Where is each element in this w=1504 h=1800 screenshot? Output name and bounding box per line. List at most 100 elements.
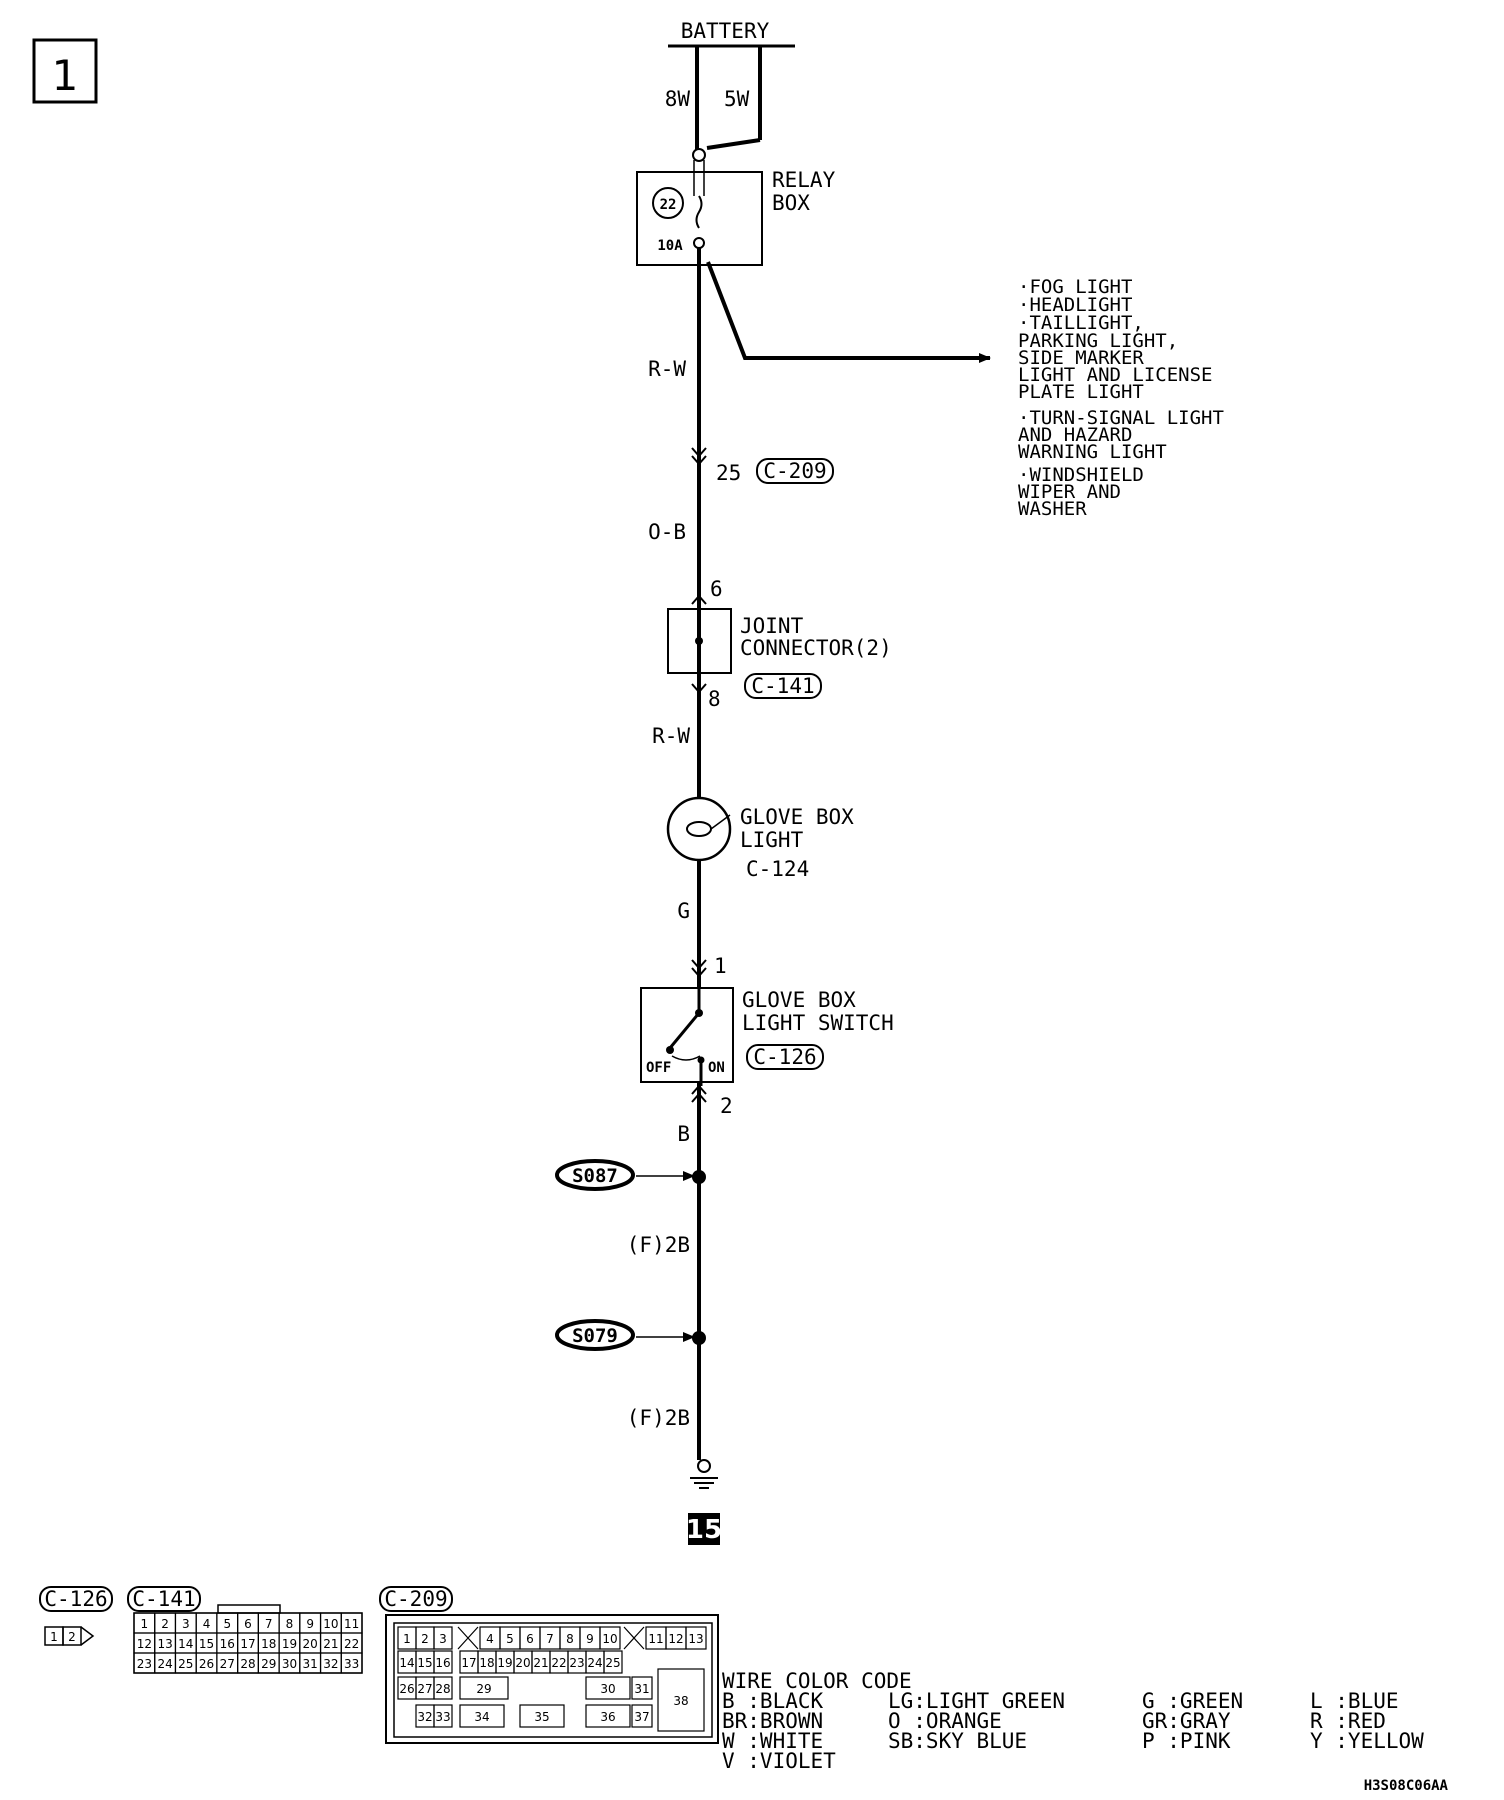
- svg-text:WARNING LIGHT: WARNING LIGHT: [1018, 441, 1167, 463]
- wire-label-b: B: [677, 1122, 690, 1146]
- glove-box-light: GLOVE BOX LIGHT C-124: [666, 796, 854, 881]
- wire-label-rw: R-W: [648, 357, 686, 381]
- pin-number: 5: [506, 1632, 514, 1646]
- svg-text:WASHER: WASHER: [1018, 498, 1087, 520]
- pin-number: 3: [182, 1617, 190, 1631]
- pin-number: 5: [223, 1617, 231, 1631]
- pin-number: 33: [435, 1710, 450, 1724]
- wire-label-f2b-1: (F)2B: [627, 1233, 690, 1257]
- pin-cell: [657, 1668, 705, 1732]
- pin-number: 12: [137, 1637, 152, 1651]
- svg-text:C-209: C-209: [384, 1587, 447, 1611]
- pin-number: 8: [286, 1617, 294, 1631]
- pin-cell: [585, 1704, 631, 1728]
- svg-text:6: 6: [710, 577, 723, 601]
- svg-text:JOINT: JOINT: [740, 614, 804, 638]
- pin-number: 34: [474, 1710, 489, 1724]
- svg-text:G :GREEN: G :GREEN: [1142, 1689, 1243, 1713]
- svg-text:BR:BROWN: BR:BROWN: [722, 1709, 823, 1733]
- pin-number: 16: [435, 1656, 450, 1670]
- svg-text:·HEADLIGHT: ·HEADLIGHT: [1018, 294, 1132, 316]
- pin-number: 32: [323, 1657, 338, 1671]
- svg-text:C-141: C-141: [751, 674, 814, 698]
- joint-connector: 6 JOINT CONNECTOR(2) 8 C-141: [667, 577, 892, 711]
- pin-number: 35: [534, 1710, 549, 1724]
- pin-number: 25: [178, 1657, 193, 1671]
- pin-number: 10: [323, 1617, 338, 1631]
- connector-view-c126: 1 2: [44, 1626, 95, 1646]
- pin-cell: [459, 1676, 509, 1700]
- battery: BATTERY 8W 5W: [665, 19, 795, 150]
- svg-text:RELAY: RELAY: [772, 168, 836, 192]
- pin-number: 14: [178, 1637, 193, 1651]
- pin-cell: [519, 1704, 565, 1728]
- wire-5w-label: 5W: [724, 87, 750, 111]
- pin-number: 1: [403, 1632, 411, 1646]
- splice-s079: S079: [555, 1319, 706, 1351]
- svg-text:S087: S087: [572, 1165, 618, 1187]
- pin-number: 9: [586, 1632, 594, 1646]
- pin-number: 10: [602, 1632, 617, 1646]
- svg-text:AND HAZARD: AND HAZARD: [1018, 424, 1132, 446]
- fusible-link-terminal: [692, 148, 706, 162]
- svg-text:ON: ON: [708, 1060, 725, 1076]
- svg-text:·TAILLIGHT,: ·TAILLIGHT,: [1018, 312, 1144, 334]
- pin-number: 23: [569, 1656, 584, 1670]
- svg-text:WIPER AND: WIPER AND: [1018, 481, 1121, 503]
- pin-number: 4: [486, 1632, 494, 1646]
- pin-number: 13: [688, 1632, 703, 1646]
- pin-cell: [631, 1704, 653, 1728]
- pin-number: 31: [303, 1657, 318, 1671]
- ground-icon: [690, 1459, 718, 1489]
- svg-text:L :BLUE: L :BLUE: [1310, 1689, 1399, 1713]
- empty-cavity-mark: [457, 1626, 479, 1650]
- wire-label-g: G: [677, 899, 690, 923]
- svg-text:LIGHT: LIGHT: [740, 828, 804, 852]
- fuse-icon: [695, 195, 703, 229]
- pin-number: 38: [673, 1694, 688, 1708]
- pin-number: 2: [161, 1617, 169, 1631]
- wire-color-code: WIRE COLOR CODE B :BLACK LG:LIGHT GREEN …: [722, 1669, 1424, 1773]
- svg-text:1: 1: [50, 1630, 58, 1644]
- relay-box: 22 10A RELAY BOX: [636, 148, 836, 266]
- pin-number: 1: [141, 1617, 149, 1631]
- svg-text:S079: S079: [572, 1325, 618, 1347]
- pin-number: 21: [533, 1656, 548, 1670]
- pin-number: 15: [199, 1637, 214, 1651]
- pin-number: 16: [220, 1637, 235, 1651]
- pin-number: 25: [605, 1656, 620, 1670]
- branch-wire: ·FOG LIGHT ·HEADLIGHT ·TAILLIGHT, PARKIN…: [706, 261, 1224, 520]
- pin-number: 29: [261, 1657, 276, 1671]
- pin-number: 13: [157, 1637, 172, 1651]
- pin-number: 7: [546, 1632, 554, 1646]
- svg-text:2: 2: [68, 1630, 76, 1644]
- pin-number: 26: [399, 1682, 414, 1696]
- pin-number: 17: [240, 1637, 255, 1651]
- pin-cell: [585, 1676, 631, 1700]
- svg-text:BOX: BOX: [772, 191, 810, 215]
- pin-number: 6: [526, 1632, 534, 1646]
- pin-cell: [603, 1650, 623, 1674]
- svg-text:OFF: OFF: [646, 1060, 671, 1076]
- svg-text:PARKING LIGHT,: PARKING LIGHT,: [1018, 330, 1178, 352]
- svg-text:1: 1: [52, 51, 79, 100]
- svg-text:CONNECTOR(2): CONNECTOR(2): [740, 636, 892, 660]
- svg-text:BATTERY: BATTERY: [681, 19, 770, 43]
- svg-text:GR:GRAY: GR:GRAY: [1142, 1709, 1231, 1733]
- svg-text:25: 25: [716, 461, 741, 485]
- svg-text:·FOG LIGHT: ·FOG LIGHT: [1018, 276, 1132, 298]
- pin-number: 9: [306, 1617, 314, 1631]
- pin-number: 28: [240, 1657, 255, 1671]
- svg-text:LIGHT SWITCH: LIGHT SWITCH: [742, 1011, 894, 1035]
- svg-text:SIDE MARKER: SIDE MARKER: [1018, 347, 1144, 369]
- pin-number: 22: [551, 1656, 566, 1670]
- pin-cell: [433, 1650, 453, 1674]
- pin-number: 11: [344, 1617, 359, 1631]
- svg-text:C-126: C-126: [44, 1587, 107, 1611]
- ground-badge: 15: [686, 1513, 722, 1545]
- wire-label-ob: O-B: [648, 520, 686, 544]
- pin-number: 29: [476, 1682, 491, 1696]
- pin-cell: [685, 1626, 707, 1650]
- pin-number: 4: [203, 1617, 211, 1631]
